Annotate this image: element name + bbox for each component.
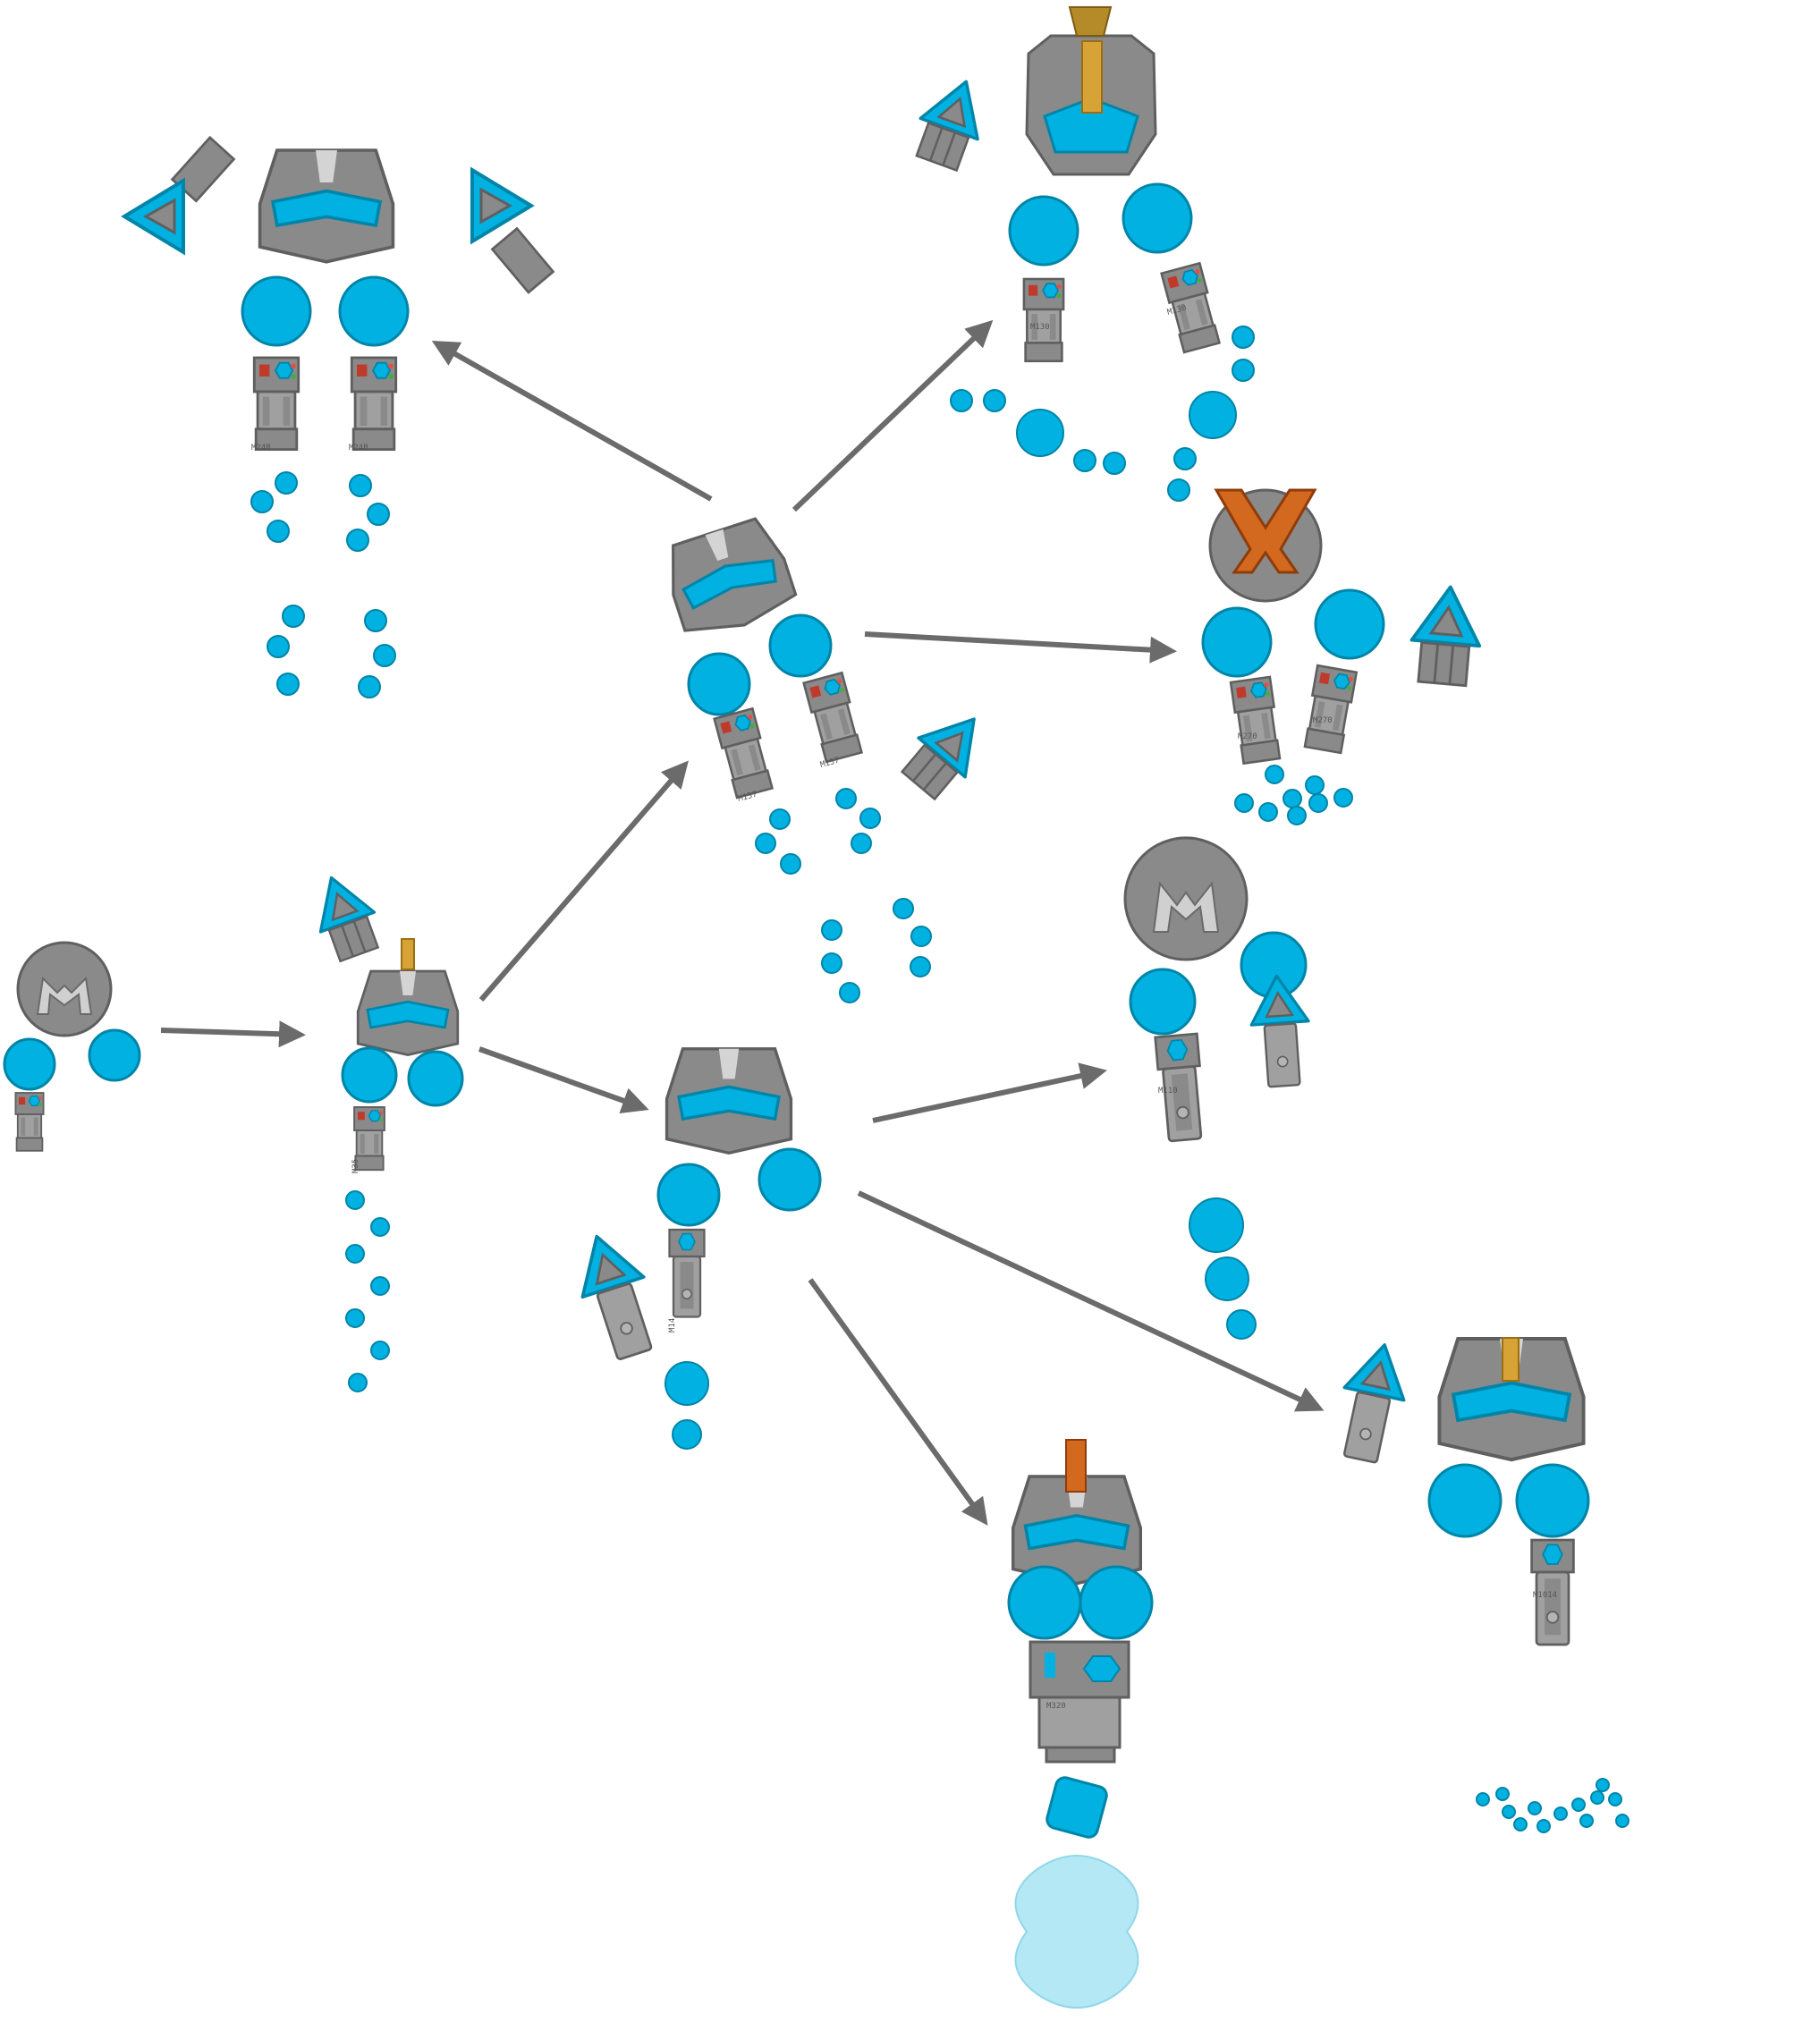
unit-xhat: M270 M270 xyxy=(1203,490,1485,825)
unit-t1: M35 xyxy=(304,867,462,1392)
unit-root xyxy=(4,943,140,1151)
label-t2: M24B xyxy=(349,444,368,453)
arrow-mid-to-twin xyxy=(436,343,711,499)
unit-skull: M110 xyxy=(1125,838,1313,1339)
label-t1: M24B xyxy=(251,444,271,453)
label-x1: M270 xyxy=(1238,732,1257,741)
bullets-twin xyxy=(251,472,395,698)
unit-mid: M157 M157 xyxy=(659,514,998,1003)
bullets-mid xyxy=(756,789,931,1003)
bullets-general xyxy=(951,326,1254,501)
label-u1: M130 xyxy=(1030,323,1050,332)
label-x2: M270 xyxy=(1313,716,1333,725)
unit-cannon: M320 xyxy=(1009,1440,1152,2008)
unit-low: M14 xyxy=(566,1049,820,1449)
shield-blob xyxy=(1016,1856,1139,2008)
bullets-gold xyxy=(1477,1779,1629,1832)
unit-general: M130 M130 xyxy=(908,7,1254,501)
arrow-low-to-cannon xyxy=(810,1280,985,1521)
label-d1: M1014 xyxy=(1533,1591,1557,1600)
arrow-mid-to-xhat xyxy=(865,634,1172,651)
label-c1: M320 xyxy=(1046,1702,1066,1711)
bullets-skull xyxy=(1189,1198,1256,1339)
arrow-t1-to-low xyxy=(479,1049,644,1108)
bullets-t1 xyxy=(346,1191,389,1392)
cannon-shell xyxy=(1045,1775,1108,1839)
arrow-t1-to-mid xyxy=(481,765,685,1000)
arrow-low-to-gold xyxy=(859,1193,1319,1409)
unit-gold: M1014 xyxy=(1331,1338,1629,1832)
label-s1: M35 xyxy=(351,1159,360,1173)
arrow-mid-to-general xyxy=(794,324,989,510)
arrow-root-to-t1 xyxy=(161,1030,301,1035)
bullets-xhat xyxy=(1235,766,1352,825)
label-a1: M14 xyxy=(668,1318,677,1332)
unit-twin: M24B M24B xyxy=(124,138,553,698)
label-m2: M157 xyxy=(819,757,841,770)
bullets-low xyxy=(665,1362,708,1449)
arrow-low-to-skull xyxy=(873,1071,1102,1121)
label-b1: M110 xyxy=(1158,1087,1178,1096)
